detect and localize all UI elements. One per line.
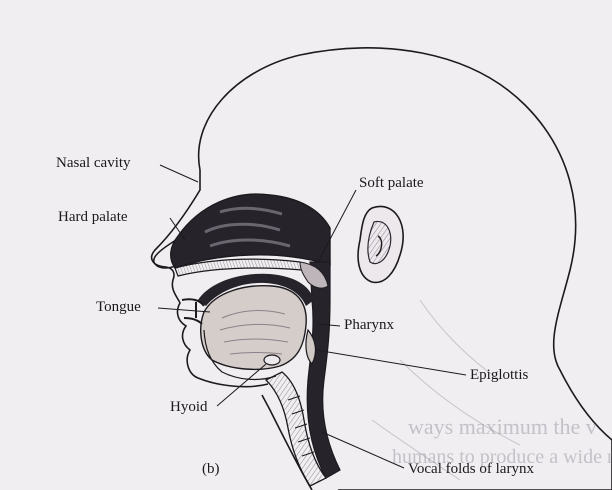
label-pharynx: Pharynx <box>344 316 394 334</box>
label-vocal-folds: Vocal folds of larynx <box>408 460 534 478</box>
leader-tongue <box>158 308 210 312</box>
label-tongue: Tongue <box>96 298 141 316</box>
leader-epiglottis <box>316 350 466 375</box>
neck-shading <box>372 300 520 480</box>
hyoid-bone <box>264 355 280 365</box>
leader-nasal-cavity <box>160 165 198 182</box>
figure-letter: (b) <box>202 460 220 478</box>
label-soft-palate: Soft palate <box>359 174 424 192</box>
label-epiglottis: Epiglottis <box>470 366 528 384</box>
label-nasal-cavity: Nasal cavity <box>56 154 131 172</box>
nasal-cavity-region <box>171 194 330 268</box>
tongue-shape <box>201 286 306 370</box>
label-hyoid: Hyoid <box>170 398 208 416</box>
label-hard-palate: Hard palate <box>58 208 128 226</box>
ear <box>358 206 403 282</box>
pharynx-region <box>307 262 340 478</box>
